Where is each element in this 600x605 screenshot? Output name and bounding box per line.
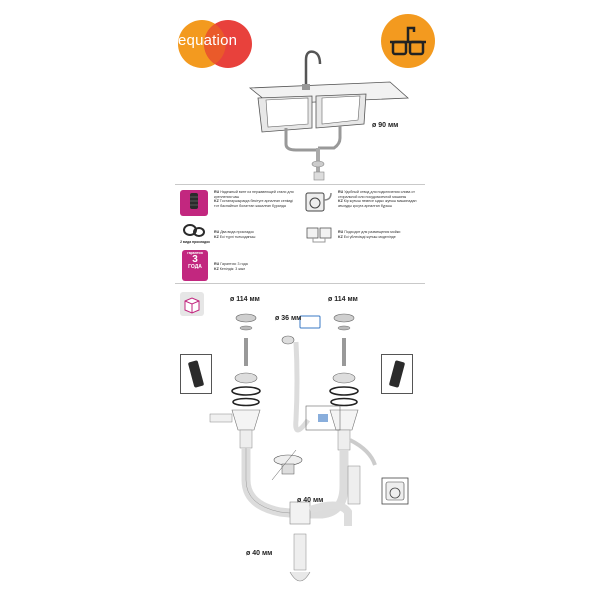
guarantee-unit: ГОДА <box>188 264 202 270</box>
overflow-diameter: ø 36 мм <box>275 315 302 322</box>
trap-pipe-diameter: ø 40 мм <box>297 497 324 504</box>
double-sink-badge <box>381 14 435 68</box>
lang-ru: RU <box>338 230 344 234</box>
brand-logo <box>176 10 266 78</box>
gaskets-icon <box>182 222 208 240</box>
lang-kz: KZ <box>338 234 343 239</box>
box-icon <box>184 297 200 314</box>
feature-stainless-ru: Надежный винт из нержавеющей стали для к… <box>214 190 294 199</box>
lang-ru: RU <box>338 190 344 194</box>
package-box <box>180 292 204 316</box>
sink-outlet-diameter: ø 90 мм <box>372 122 399 129</box>
gaskets-badge-label: 2 вида прокладок <box>180 240 210 244</box>
feature-gaskets-text: RU Два вида прокладок KZ Екі түрлі тығыз… <box>214 230 299 239</box>
feature-washer-text: RU Удобный отвод для подключения слива о… <box>338 190 424 208</box>
stainless-screw-badge <box>180 190 208 216</box>
feature-gaskets-ru: Два вида прокладок <box>220 230 254 234</box>
guarantee-years: 3 <box>192 254 198 265</box>
feature-guarantee-text: RU Гарантия: 3 года KZ Кепілдік: 3 жыл <box>214 262 299 271</box>
feature-guarantee-ru: Гарантия: 3 года <box>220 262 248 266</box>
lang-ru: RU <box>214 190 220 194</box>
feature-double-sink-kz: Екі үйлесімді жуғыш моделінде <box>343 234 396 239</box>
bottom-pipe-diameter: ø 40 мм <box>246 550 273 557</box>
left-strainer-diameter: ø 114 мм <box>230 296 260 303</box>
parts-exploded-diagram <box>170 290 430 600</box>
double-sink-small-icon <box>304 222 334 246</box>
screw-icon <box>190 193 198 209</box>
right-strainer-diameter: ø 114 мм <box>328 296 358 303</box>
guarantee-badge: гарантия 3 ГОДА <box>182 250 208 281</box>
lang-kz: KZ <box>214 234 219 239</box>
right-screw-detail <box>381 354 413 394</box>
lang-ru: RU <box>214 230 220 234</box>
feature-double-sink-ru: Подходит для размещения мойки <box>344 230 401 234</box>
lang-ru: RU <box>214 262 220 266</box>
lang-kz: KZ <box>338 199 343 204</box>
logo-circles <box>178 20 252 68</box>
brand-name: equation <box>178 32 238 49</box>
double-sink-icon <box>390 26 426 56</box>
feature-washer-kz: Кір жуғыш немесе ыдыс жуғыш машинадан ағ… <box>338 199 417 208</box>
lang-kz: KZ <box>214 199 219 204</box>
feature-stainless-kz: Тостанаушыраққа бекітуге арналған сенімд… <box>214 199 293 208</box>
feature-gaskets-kz: Екі түрлі тығыздағыш <box>219 234 256 239</box>
washer-connection-icon <box>304 190 334 214</box>
feature-stainless-text: RU Надежный винт из нержавеющей стали дл… <box>214 190 299 208</box>
feature-guarantee-kz: Кепілдік: 3 жыл <box>219 266 246 271</box>
guarantee-label: гарантия <box>187 251 203 255</box>
lang-kz: KZ <box>214 266 219 271</box>
sink-installation-drawing <box>240 40 420 190</box>
divider-top <box>175 184 425 185</box>
left-screw-detail <box>180 354 212 394</box>
feature-double-sink-text: RU Подходит для размещения мойки KZ Екі … <box>338 230 424 239</box>
feature-washer-ru: Удобный отвод для подключения слива от с… <box>338 190 415 199</box>
divider-bottom <box>175 283 425 284</box>
